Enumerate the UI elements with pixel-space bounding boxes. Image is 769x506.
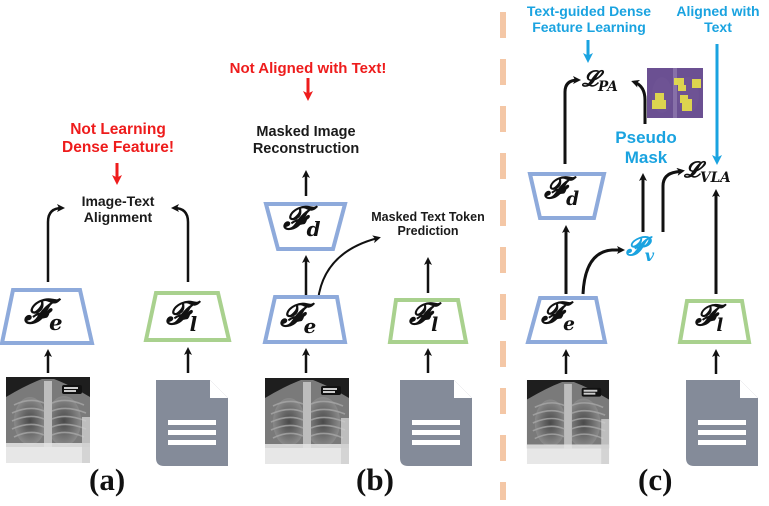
objective-masked-image-reconstruction: Masked Image Reconstruction [244,124,368,157]
arrow-pv-to-lvla [661,167,685,232]
objective-line-1: Masked Text Token [371,210,485,224]
subscript: VLA [700,169,731,186]
symbol: 𝓟 [626,232,645,262]
annotation-line-2: Feature Learning [532,19,646,36]
objective-line-1: Image-Text [81,193,155,209]
subscript: d [566,188,580,210]
annotation-line-1: Not Learning [70,121,166,138]
document-icon-a [156,380,228,466]
objective-line-2: Reconstruction [252,140,360,157]
caption-a: (a) [89,462,126,497]
symbol: 𝓕 [541,296,564,331]
text-encoder-label-c: 𝓕l [695,298,724,337]
subscript: l [431,314,439,336]
subscript: d [306,216,321,241]
image-encoder-label-b: 𝓕e [280,296,317,338]
objective-line-2: Prediction [397,224,459,239]
subscript: l [716,315,724,337]
decoder-c [527,172,607,220]
loss-vla-label: 𝓛VLA [684,157,731,186]
text-encoder-label-b: 𝓕l [409,297,438,336]
caption-c: (c) [638,462,673,497]
subscript: e [49,310,63,336]
symbol: 𝓕 [544,171,567,206]
image-encoder-b-shape [262,295,348,344]
panel-a [0,163,232,466]
arrow-fe-to-alignment [46,204,65,282]
annotation-text-guided-dense: Text-guided Dense Feature Learning [516,3,662,35]
decoder-label-b: 𝓕d [283,199,321,241]
decoder-label-c: 𝓕d [544,171,579,210]
panel-c [525,40,758,466]
pseudo-mask-label: Pseudo Mask [610,128,682,167]
decoder-b [263,202,348,251]
loss-pa-label: 𝓛PA [582,66,618,95]
subscript: v [644,245,655,265]
annotation-line-1: Aligned with [676,3,760,19]
symbol: 𝓕 [166,294,190,332]
symbol: 𝓕 [283,199,307,237]
pseudo-mask-image [647,68,703,118]
arrow-fe-to-text-prediction [317,235,381,301]
arrow-fe-to-pv [581,246,625,295]
subscript: e [563,313,575,335]
text-encoder-b [387,298,469,344]
annotation-not-learning-dense: Not Learning Dense Feature! [48,121,188,157]
chest-xray-image-c [526,380,610,464]
symbol: 𝓕 [280,296,304,334]
document-icon-c [686,380,758,466]
image-encoder-c [525,296,608,344]
text-encoder-a [143,291,232,342]
annotation-line-1: Text-guided Dense [526,3,652,19]
objective-line-2: Alignment [83,209,153,226]
image-encoder-label-c: 𝓕e [541,296,575,335]
objective-image-text-alignment: Image-Text Alignment [58,193,178,225]
arrow-fd-to-lpa [563,76,581,164]
arrow-mask-to-lpa [631,79,647,124]
chest-xray-image-b [264,378,350,464]
symbol: 𝓕 [409,297,432,332]
caption-b: (b) [356,462,394,497]
symbol: 𝓕 [24,292,50,332]
subscript: PA [598,78,618,95]
document-icon-b [400,380,472,466]
symbol: 𝓛 [582,66,598,92]
pseudo-mask-line-2: Mask [624,147,668,167]
symbol: 𝓛 [684,157,700,183]
text-encoder-c [677,299,752,344]
objective-masked-text-token-prediction: Masked Text Token Prediction [358,210,498,239]
chest-xray-image-a [6,377,90,463]
pseudo-mask-line-1: Pseudo [615,128,677,147]
image-encoder-label-a: 𝓕e [24,292,63,336]
image-encoder-a [0,288,95,345]
symbol: 𝓕 [695,298,717,332]
subscript: l [189,311,198,336]
annotation-line-2: Dense Feature! [62,138,174,156]
objective-line-1: Masked Image [256,124,356,140]
subscript: e [303,313,317,338]
panel-b [262,78,472,466]
prototype-pv-label: 𝓟v [626,232,655,265]
text-encoder-label-a: 𝓕l [166,294,198,336]
annotation-aligned-with-text: Aligned with Text [668,3,768,35]
annotation-line-2: Text [704,19,732,36]
arrow-fl-to-alignment [171,204,190,282]
annotation-not-aligned: Not Aligned with Text! [229,60,387,77]
